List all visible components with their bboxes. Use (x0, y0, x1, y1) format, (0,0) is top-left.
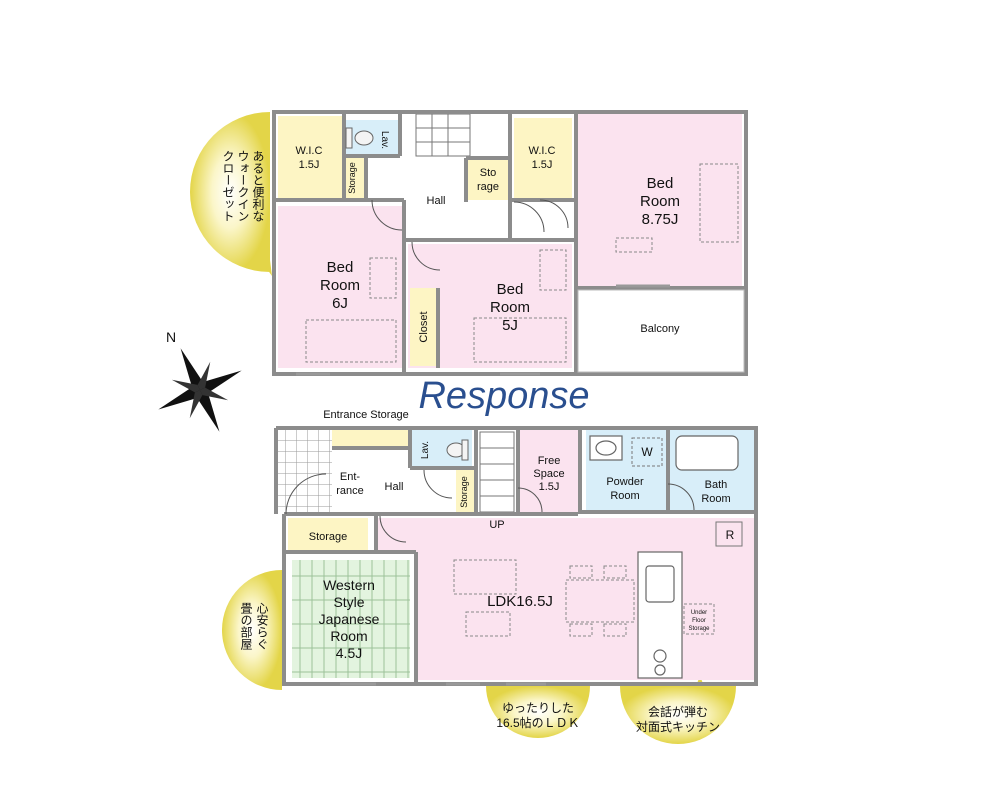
label-japanese-4: Room (330, 628, 367, 644)
callout-ldk (486, 686, 590, 738)
label-bedroom-5-2: Room (490, 299, 530, 316)
label-lav-lower: Lav. (420, 441, 431, 459)
washer-box (631, 437, 663, 467)
storage-lower-small-area (456, 470, 476, 512)
kitchen-counter (637, 551, 683, 679)
label-bedroom-5-1: Bed (497, 281, 524, 298)
closet-area (410, 288, 436, 366)
storage-lower-area (288, 518, 368, 552)
toilet-lower (446, 439, 469, 461)
label-up: UP (489, 519, 504, 531)
label-underfloor-2: Floor (692, 618, 706, 624)
underfloor-box (683, 603, 715, 635)
callout-wic-line-3: クローゼット (221, 150, 235, 222)
label-bedroom-875-1: Bed (647, 175, 674, 192)
label-washer: W (641, 445, 653, 459)
bedroom-6-area (278, 206, 404, 368)
label-entrance-1: Ent- (340, 471, 361, 483)
label-powder-room-1: Powder (606, 476, 644, 488)
balcony-area (577, 289, 745, 373)
label-storage-mid-1: Sto (480, 167, 497, 179)
free-space-area (518, 430, 578, 514)
label-bath-room-1: Bath (705, 479, 728, 491)
label-entrance-storage: Entrance Storage (323, 409, 409, 421)
north-compass: N (158, 329, 242, 432)
vanity-sink (589, 435, 623, 461)
ldk-area (376, 518, 754, 680)
windows (296, 284, 670, 686)
label-free-space-3: 1.5J (539, 481, 560, 493)
label-japanese-3: Japanese (319, 611, 380, 627)
lower-floor (274, 284, 758, 686)
label-bedroom-6-1: Bed (327, 259, 354, 276)
label-free-space-2: Space (533, 468, 564, 480)
label-bedroom-6-3: 6J (332, 295, 348, 312)
callout-kitchen-line-2: 対面式キッチン (636, 720, 720, 734)
toilet-upper (345, 127, 374, 149)
lower-furniture (453, 559, 635, 637)
label-japanese-5: 4.5J (336, 645, 362, 661)
storage-small-area (344, 156, 364, 198)
porch-tiles (276, 430, 332, 512)
lower-walls (274, 426, 758, 686)
label-fridge: R (726, 528, 735, 542)
storage-mid-area (468, 160, 508, 200)
callout-texts: あると便利な ウォークイン クローゼット 心安らぐ 畳の部屋 ゆったりした 16… (221, 150, 720, 734)
callout-ldk-line-1: ゆったりした (502, 701, 574, 715)
label-wic-left-1: W.I.C (296, 145, 323, 157)
upper-labels: W.I.C 1.5J Lav. Storage Hall Sto rage W.… (296, 131, 681, 343)
wic-right-area (514, 118, 572, 198)
label-underfloor-3: Storage (688, 626, 710, 632)
japanese-room-area (292, 560, 410, 678)
bedroom-875-area (578, 112, 742, 286)
label-hall-upper: Hall (427, 195, 446, 207)
label-ldk: LDK16.5J (487, 593, 553, 610)
callout-japanese-line-2: 畳の部屋 (239, 602, 253, 651)
callout-ldk-line-2: 16.5帖のＬＤＫ (496, 715, 579, 730)
label-storage-lower: Storage (309, 531, 348, 543)
callout-kitchen-line-1: 会話が弾む (648, 704, 708, 719)
lower-doors (285, 469, 695, 543)
callout-japanese-line-1: 心安らぐ (255, 602, 269, 650)
label-free-space-1: Free (538, 455, 561, 467)
entrance-storage-area (332, 430, 408, 448)
label-japanese-2: Style (333, 594, 364, 610)
label-closet: Closet (418, 311, 430, 342)
label-entrance-2: rance (336, 485, 364, 497)
label-japanese-1: Western (323, 577, 375, 593)
callout-wic-line-2: ウォークイン (236, 150, 250, 222)
label-powder-room-2: Room (610, 490, 639, 502)
fridge-box (715, 521, 743, 547)
callout-wic-line-1: あると便利な (251, 150, 265, 222)
label-lav-upper: Lav. (379, 131, 390, 149)
callout-wic (190, 112, 272, 276)
label-wic-left-2: 1.5J (299, 159, 320, 171)
label-balcony: Balcony (640, 323, 680, 335)
label-storage-upper: Storage (347, 162, 357, 194)
upper-stair (415, 113, 471, 157)
upper-walls (272, 110, 748, 376)
upper-furniture (305, 163, 739, 363)
bathtub (675, 435, 739, 471)
callout-japanese (222, 570, 282, 690)
label-underfloor-1: Under (691, 610, 707, 616)
label-wic-right-1: W.I.C (529, 145, 556, 157)
label-hall-lower: Hall (385, 481, 404, 493)
wic-left-area (278, 116, 342, 198)
label-wic-right-2: 1.5J (532, 159, 553, 171)
brand-logo: Response (418, 375, 589, 417)
label-bedroom-5-3: 5J (502, 317, 518, 334)
label-storage-lower-small: Storage (459, 476, 469, 508)
upper-doors (371, 199, 569, 271)
label-storage-mid-2: rage (477, 181, 499, 193)
north-label: N (166, 329, 176, 345)
label-bedroom-875-2: Room (640, 193, 680, 210)
lower-labels: Entrance Storage Lav. Ent- rance Hall St… (309, 409, 735, 661)
upper-floor (272, 110, 748, 376)
lower-stair (479, 431, 515, 513)
label-bedroom-875-3: 8.75J (642, 211, 679, 228)
label-bath-room-2: Room (701, 493, 730, 505)
label-bedroom-6-2: Room (320, 277, 360, 294)
